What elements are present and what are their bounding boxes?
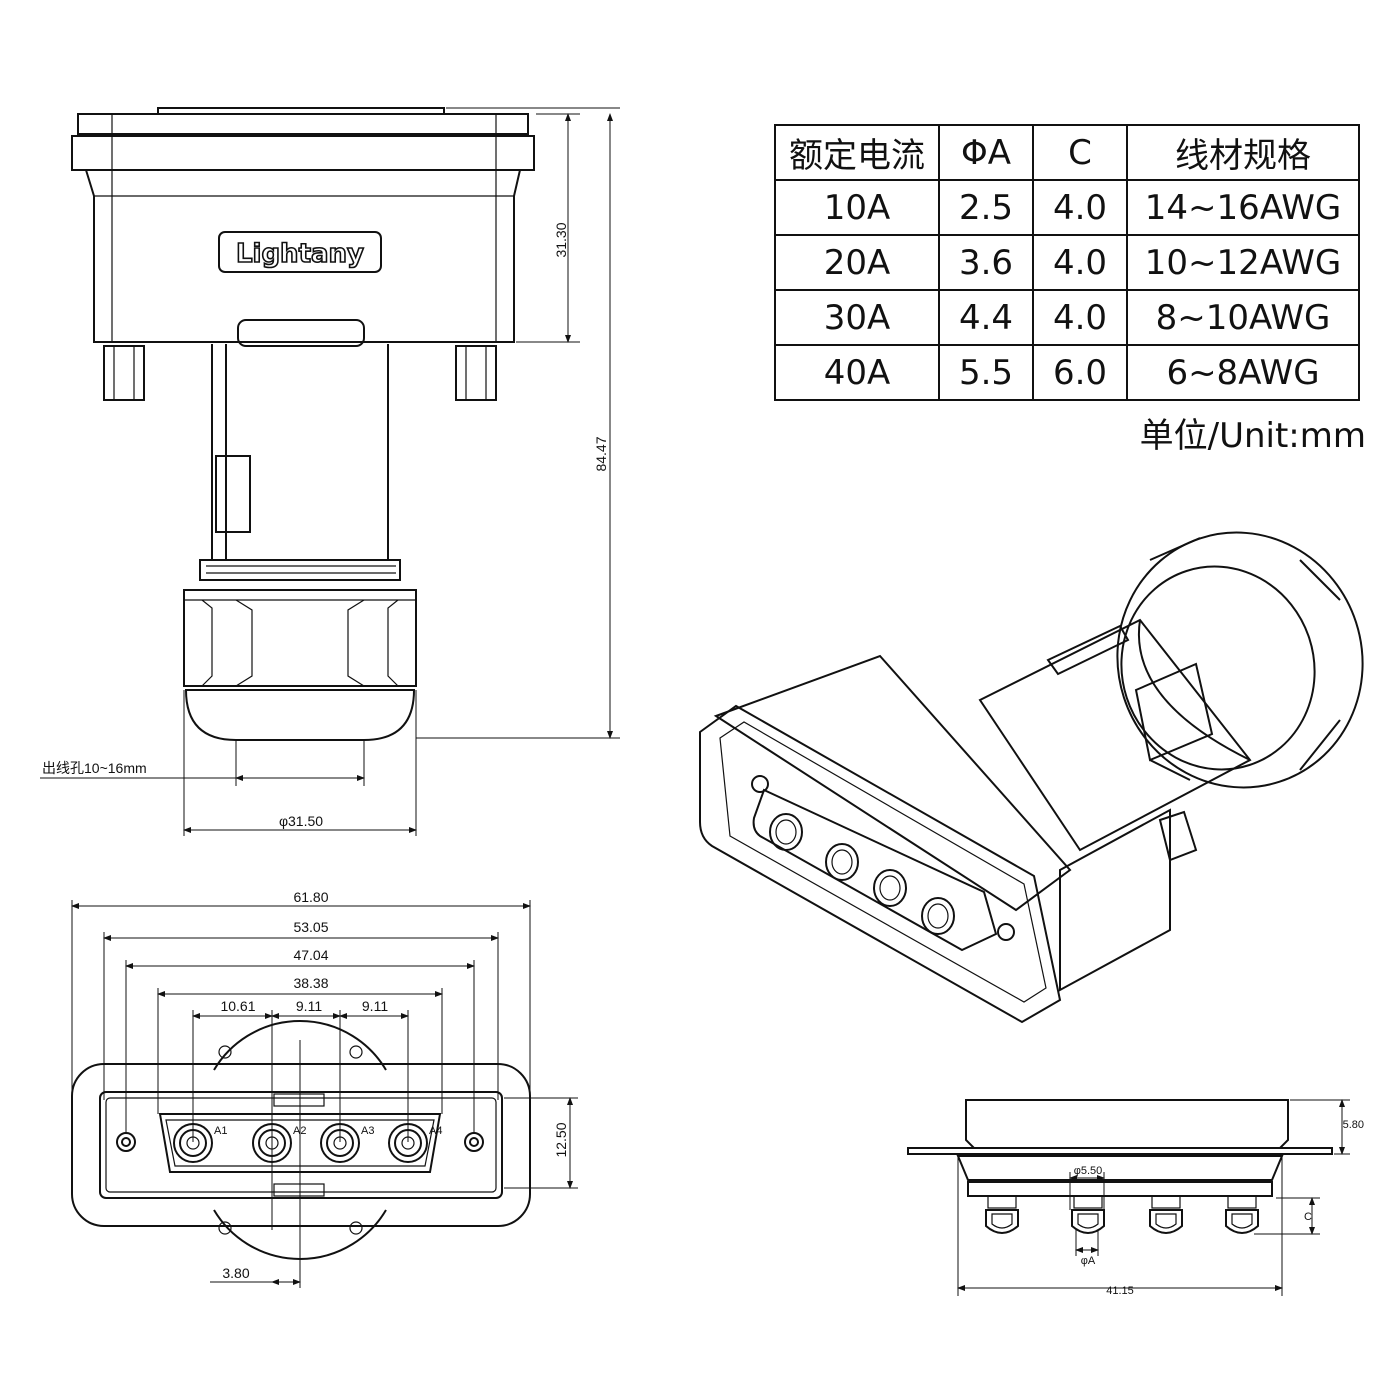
dim-9-11-a: 9.11	[296, 998, 322, 1014]
col-wire-spec: 线材规格	[1126, 124, 1360, 181]
cell-wire: 8~10AWG	[1126, 289, 1360, 346]
cell-phi-a: 3.6	[938, 234, 1034, 291]
cell-c: 6.0	[1032, 344, 1128, 401]
dim-10-61: 10.61	[220, 998, 255, 1014]
dim-5-80: 5.80	[1343, 1119, 1364, 1131]
contact-mark: A1	[214, 1125, 227, 1137]
iso-contact	[921, 897, 955, 935]
cell-c: 4.0	[1032, 179, 1128, 236]
pin	[1225, 1195, 1259, 1234]
dim-height-top: 31.30	[553, 222, 569, 257]
contact-mark: A3	[361, 1125, 374, 1137]
dim-61-80: 61.80	[293, 889, 328, 905]
bottom-dimensions	[957, 1099, 1350, 1296]
cell-phi-a: 4.4	[938, 289, 1034, 346]
bottom-view	[907, 1099, 1333, 1197]
col-phi-a: ΦA	[938, 124, 1034, 181]
cell-current: 20A	[774, 234, 940, 291]
contact-socket: A1	[173, 1123, 227, 1163]
dim-3-80: 3.80	[222, 1265, 249, 1281]
cell-c: 4.0	[1032, 234, 1128, 291]
pin-group	[985, 1195, 1259, 1234]
pin	[1071, 1195, 1105, 1234]
spec-table: 额定电流 ΦA C 线材规格 10A 2.5 4.0 14~16AWG 20A …	[774, 124, 1360, 401]
spec-header-row: 额定电流 ΦA C 线材规格	[774, 124, 1360, 181]
iso-contact	[825, 843, 859, 881]
table-row: 20A 3.6 4.0 10~12AWG	[774, 234, 1360, 291]
side-view: Lightany	[71, 107, 535, 741]
dim-53-05: 53.05	[293, 919, 328, 935]
contact-socket: A3	[320, 1123, 374, 1163]
cell-phi-a: 2.5	[938, 179, 1034, 236]
cell-wire: 10~12AWG	[1126, 234, 1360, 291]
front-dimensions	[71, 900, 578, 1288]
col-rated-current: 额定电流	[774, 124, 940, 181]
table-row: 10A 2.5 4.0 14~16AWG	[774, 179, 1360, 236]
cell-current: 40A	[774, 344, 940, 401]
front-view	[71, 1020, 531, 1260]
cell-current: 10A	[774, 179, 940, 236]
cell-wire: 6~8AWG	[1126, 344, 1360, 401]
iso-contact	[769, 813, 803, 851]
dim-phi-a: φA	[1081, 1255, 1096, 1267]
cell-current: 30A	[774, 289, 940, 346]
dim-height-total: 84.47	[593, 436, 609, 471]
dim-47-04: 47.04	[293, 947, 328, 963]
dim-5-50: φ5.50	[1074, 1165, 1103, 1177]
dim-diameter: φ31.50	[279, 813, 323, 829]
unit-label: 单位/Unit:mm	[1139, 416, 1366, 456]
pin	[985, 1195, 1019, 1234]
brand-logo: Lightany	[236, 239, 364, 269]
pin	[1149, 1195, 1183, 1234]
cell-wire: 14~16AWG	[1126, 179, 1360, 236]
contact-socket: A2	[252, 1123, 306, 1163]
dim-41-15: 41.15	[1106, 1285, 1134, 1297]
dim-12-50: 12.50	[553, 1122, 569, 1157]
dim-9-11-b: 9.11	[362, 998, 388, 1014]
isometric-view	[699, 531, 1364, 1024]
table-row: 40A 5.5 6.0 6~8AWG	[774, 344, 1360, 401]
cell-phi-a: 5.5	[938, 344, 1034, 401]
iso-contact-group	[769, 813, 955, 935]
col-c: C	[1032, 124, 1128, 181]
cell-c: 4.0	[1032, 289, 1128, 346]
contact-mark: A4	[429, 1125, 442, 1137]
outlet-label: 出线孔10~16mm	[42, 760, 147, 776]
iso-contact	[873, 869, 907, 907]
contact-group: A1 A2 A3 A4	[173, 1123, 442, 1163]
side-dimensions	[40, 107, 620, 836]
dim-38-38: 38.38	[293, 975, 328, 991]
table-row: 30A 4.4 4.0 8~10AWG	[774, 289, 1360, 346]
dim-c: C	[1304, 1211, 1312, 1223]
